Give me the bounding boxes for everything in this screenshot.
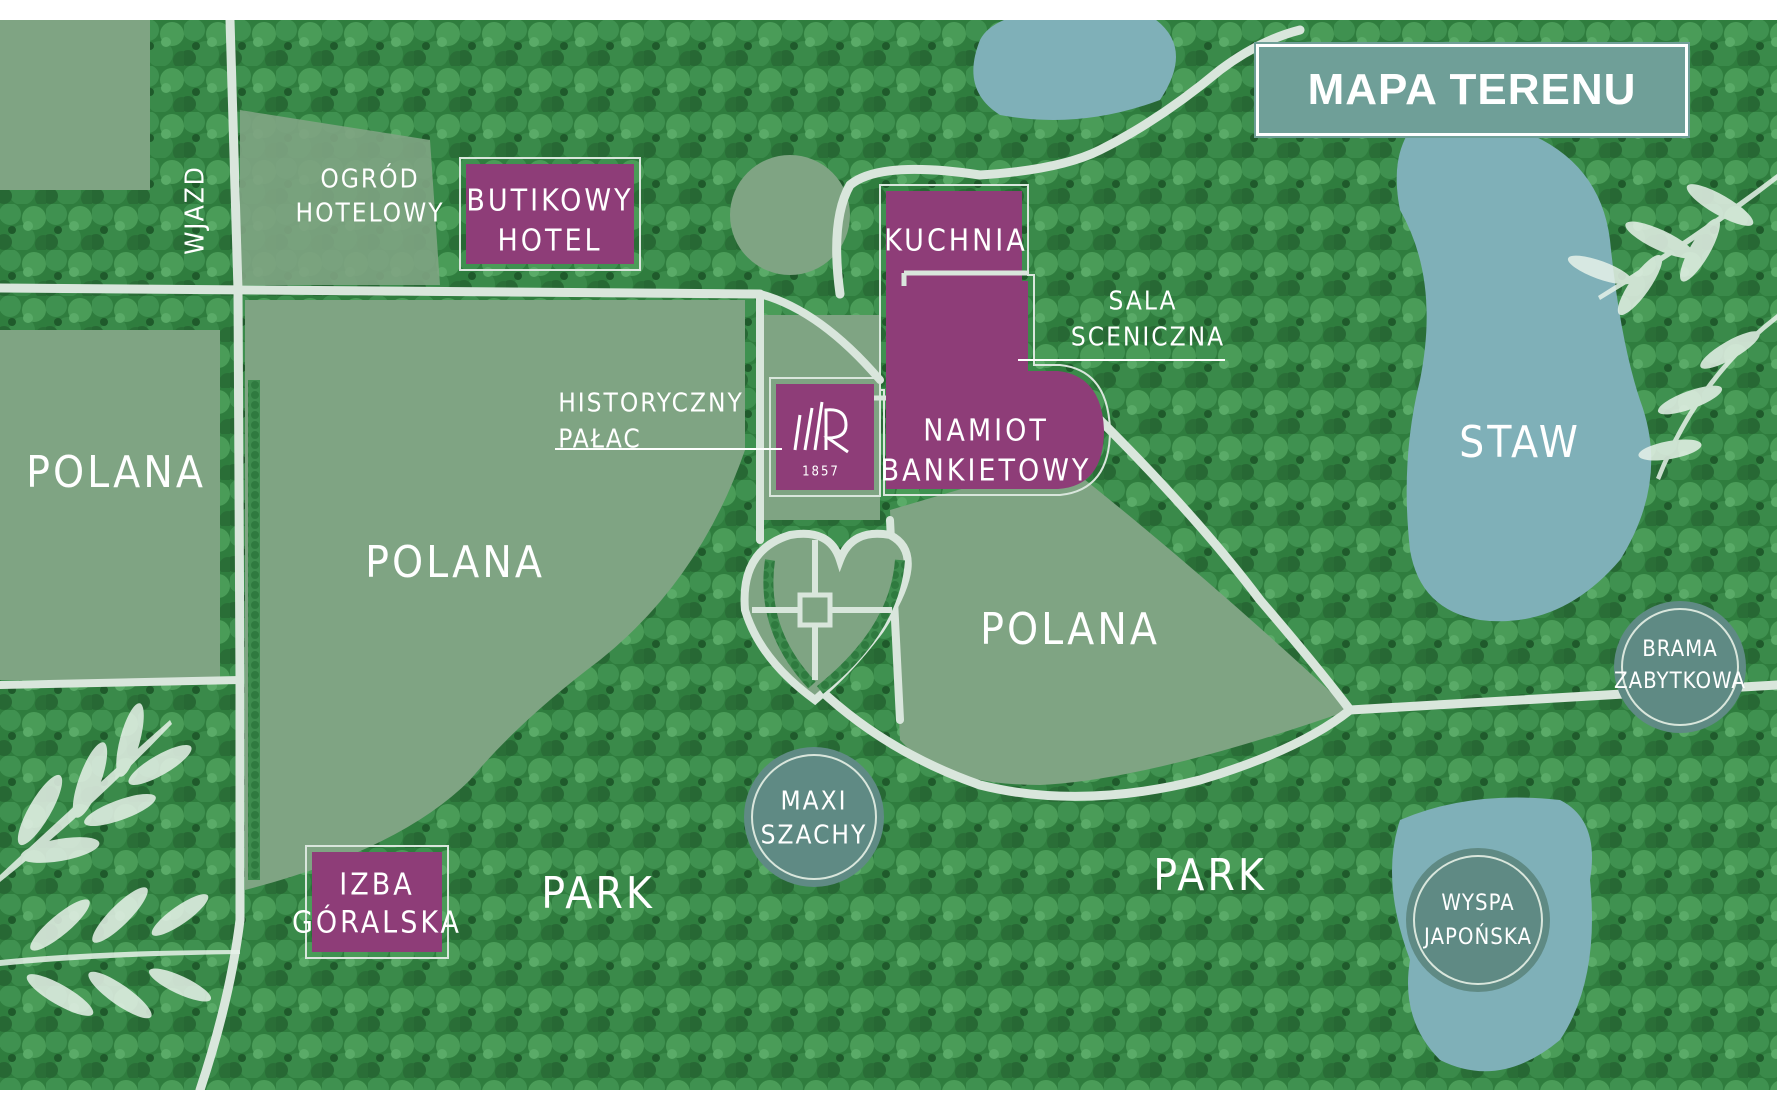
roundabout-green [730, 155, 850, 275]
label-palace-2: PAŁAC [558, 425, 641, 455]
label-meadow-left: POLANA [26, 447, 206, 498]
site-map: 1857 [0, 20, 1777, 1090]
map-canvas: 1857 [0, 20, 1777, 1090]
meadow-hotel [240, 110, 440, 285]
building-palace-complex[interactable] [769, 184, 1112, 497]
label-gate-1: BRAMA [1642, 637, 1718, 662]
meadow-right [890, 460, 1350, 785]
label-meadow-right: POLANA [980, 604, 1160, 655]
label-stage-hall-2: SCENICZNA [1071, 323, 1225, 353]
meadow-left [0, 330, 220, 680]
label-entrance: WJAZD [181, 165, 211, 255]
label-stage-hall-1: SALA [1109, 287, 1178, 317]
label-boutique-hotel-1: BUTIKOWY [466, 184, 633, 219]
label-park-left: PARK [541, 868, 655, 919]
meadow-top-left [0, 20, 150, 190]
marker-chess[interactable] [744, 747, 884, 887]
label-chess-2: SZACHY [761, 821, 868, 851]
meadow-center [245, 300, 745, 890]
label-island-1: WYSPA [1441, 891, 1514, 916]
building-highlander-hut[interactable] [305, 845, 449, 959]
label-boutique-hotel-2: HOTEL [497, 224, 602, 259]
label-gate-2: ZABYTKOWA [1614, 669, 1746, 694]
label-hut-2: GÓRALSKA [292, 904, 462, 941]
label-chess-1: MAXI [780, 787, 847, 817]
hedgerow [248, 380, 260, 880]
decorative-leaves-icon [0, 174, 1777, 1019]
label-meadow-center: POLANA [365, 537, 545, 588]
formal-garden [740, 529, 912, 706]
label-park-right: PARK [1153, 850, 1267, 901]
marker-gate[interactable] [1614, 601, 1746, 733]
pond-top [973, 20, 1176, 120]
label-banquet-tent-1: NAMIOT [923, 414, 1049, 449]
label-hotel-garden-2: HOTELOWY [296, 199, 445, 229]
label-pond: STAW [1459, 417, 1581, 468]
label-kitchen: KUCHNIA [884, 224, 1027, 259]
marker-island[interactable] [1406, 848, 1550, 992]
palace-logo-icon [793, 401, 849, 454]
label-banquet-tent-2: BANKIETOWY [881, 454, 1092, 489]
label-hut-1: IZBA [339, 868, 414, 903]
label-palace-1: HISTORYCZNY [558, 389, 744, 419]
pond-main [1396, 115, 1652, 622]
map-title-box: MAPA TERENU [1254, 42, 1690, 138]
label-island-2: JAPOŃSKA [1422, 924, 1532, 950]
building-boutique-hotel[interactable] [459, 157, 641, 271]
palace-logo-year: 1857 [802, 465, 840, 480]
map-title: MAPA TERENU [1307, 65, 1637, 114]
label-hotel-garden-1: OGRÓD [320, 163, 419, 195]
